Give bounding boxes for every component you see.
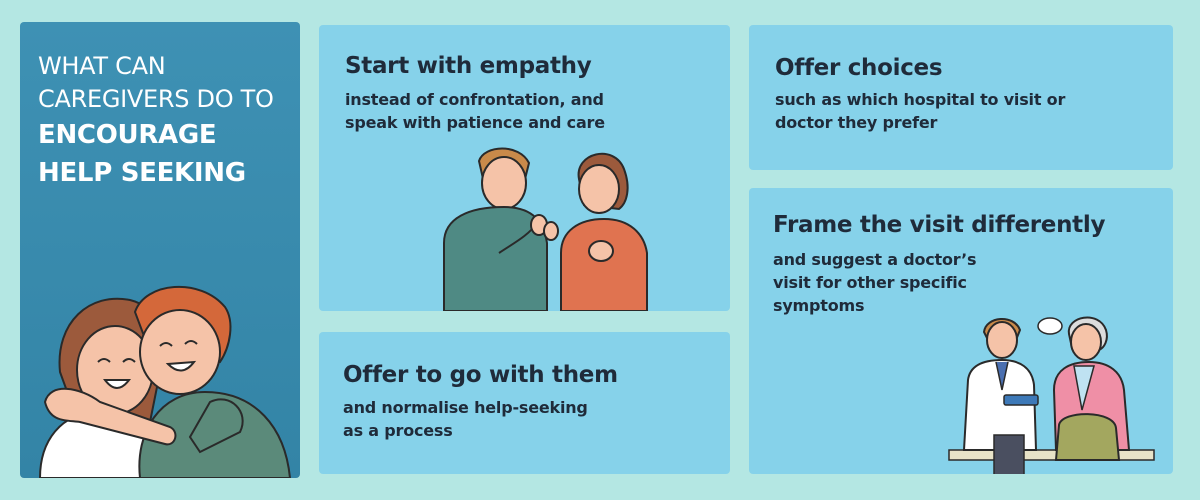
card-text: such as which hospital to visit or docto… xyxy=(775,88,1065,134)
card-text-line: as a process xyxy=(343,421,453,440)
card-text: instead of confrontation, and speak with… xyxy=(345,88,605,134)
card-text-line: and suggest a doctor’s xyxy=(773,250,977,269)
headline-line-3: ENCOURAGE xyxy=(38,120,217,150)
headline-panel: WHAT CAN CAREGIVERS DO TO ENCOURAGE HELP… xyxy=(20,22,300,478)
empathy-card: Start with empathy instead of confrontat… xyxy=(319,25,730,311)
card-text: and normalise help-seeking as a process xyxy=(343,396,588,442)
go-with-them-card: Offer to go with them and normalise help… xyxy=(319,332,730,474)
card-text-line: speak with patience and care xyxy=(345,113,605,132)
card-title: Offer choices xyxy=(775,55,943,81)
card-text-line: and normalise help-seeking xyxy=(343,398,588,417)
headline-line-2: CAREGIVERS DO TO xyxy=(38,85,274,113)
hugging-couple-illustration xyxy=(38,286,292,478)
card-title: Offer to go with them xyxy=(343,362,618,388)
card-text-line: doctor they prefer xyxy=(775,113,938,132)
doctor-and-patient-illustration xyxy=(948,316,1155,474)
card-title: Frame the visit differently xyxy=(773,212,1106,238)
card-text-line: such as which hospital to visit or xyxy=(775,90,1066,109)
offer-choices-card: Offer choices such as which hospital to … xyxy=(749,25,1173,170)
card-title: Start with empathy xyxy=(345,53,592,79)
card-text-line: instead of confrontation, and xyxy=(345,90,604,109)
card-text-line: symptoms xyxy=(773,296,865,315)
card-text-line: visit for other specific xyxy=(773,273,967,292)
frame-visit-card: Frame the visit differently and suggest … xyxy=(749,188,1173,474)
card-text: and suggest a doctor’s visit for other s… xyxy=(773,248,977,317)
headline-line-1: WHAT CAN xyxy=(38,52,166,80)
headline-line-4: HELP SEEKING xyxy=(38,158,246,188)
two-people-talking-illustration xyxy=(443,147,648,311)
